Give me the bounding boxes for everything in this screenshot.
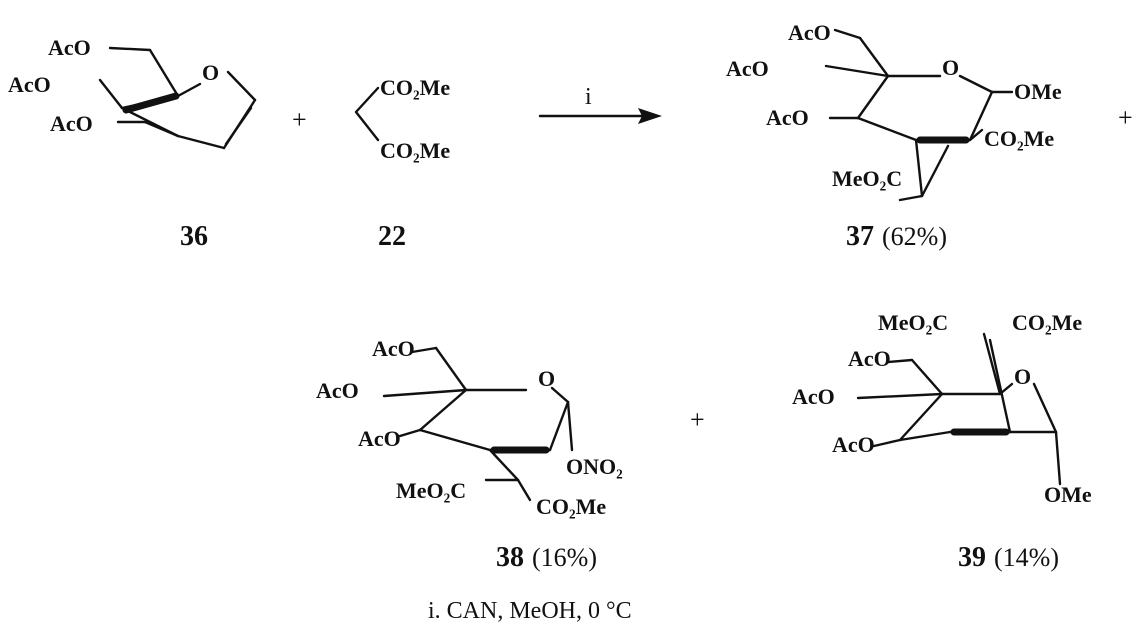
acetoxy-label: AcO <box>792 384 835 409</box>
ester-label: CO₂Me <box>380 138 450 163</box>
compound-39-structure: AcO AcO AcO O MeO₂C CO₂Me OMe <box>792 310 1092 507</box>
acetoxy-label: AcO <box>848 346 891 371</box>
yield-37: (62%) <box>882 222 947 251</box>
ring-oxygen-label: O <box>538 366 555 391</box>
ester-label: CO₂Me <box>1012 310 1082 335</box>
compound-22-structure: CO₂Me CO₂Me <box>354 75 450 163</box>
compound-number-37: 37 <box>846 221 874 252</box>
ester-label: CO₂Me <box>536 494 606 519</box>
plus-sign: + <box>690 405 705 434</box>
ester-label: MeO₂C <box>832 166 902 191</box>
ester-label: MeO₂C <box>396 478 466 503</box>
acetoxy-label: AcO <box>8 72 51 97</box>
acetoxy-label: AcO <box>316 378 359 403</box>
yield-39: (14%) <box>994 543 1059 572</box>
acetoxy-label: AcO <box>726 56 769 81</box>
ring-oxygen-label: O <box>1014 364 1031 389</box>
acetoxy-label: AcO <box>788 20 831 45</box>
compound-number-38: 38 <box>496 542 524 573</box>
acetoxy-label: AcO <box>832 432 875 457</box>
compound-38-structure: AcO AcO AcO O ONO₂ MeO₂C CO₂Me <box>316 336 623 519</box>
acetoxy-label: AcO <box>766 105 809 130</box>
compound-37-structure: AcO AcO AcO O OMe CO₂Me MeO₂C <box>726 20 1062 202</box>
nitrate-label: ONO₂ <box>566 454 623 479</box>
ester-label: CO₂Me <box>380 75 450 100</box>
plus-sign: + <box>1118 103 1133 132</box>
acetoxy-label: AcO <box>358 426 401 451</box>
methoxy-label: OMe <box>1044 482 1092 507</box>
reagent-label: i <box>585 84 592 110</box>
acetoxy-label: AcO <box>48 35 91 60</box>
compound-number-22: 22 <box>378 221 406 252</box>
reaction-conditions: i. CAN, MeOH, 0 °C <box>428 598 632 624</box>
methoxy-label: OMe <box>1014 79 1062 104</box>
compound-number-39: 39 <box>958 542 986 573</box>
ester-label: CO₂Me <box>984 126 1054 151</box>
acetoxy-label: AcO <box>372 336 415 361</box>
reaction-arrow: i <box>538 84 662 124</box>
plus-sign: + <box>292 105 307 134</box>
yield-38: (16%) <box>532 543 597 572</box>
ring-oxygen-label: O <box>202 60 219 85</box>
compound-number-36: 36 <box>180 221 208 252</box>
acetoxy-label: AcO <box>50 111 93 136</box>
compound-36-structure: AcO AcO AcO O <box>8 35 257 150</box>
ring-oxygen-label: O <box>942 55 959 80</box>
ester-label: MeO₂C <box>878 310 948 335</box>
